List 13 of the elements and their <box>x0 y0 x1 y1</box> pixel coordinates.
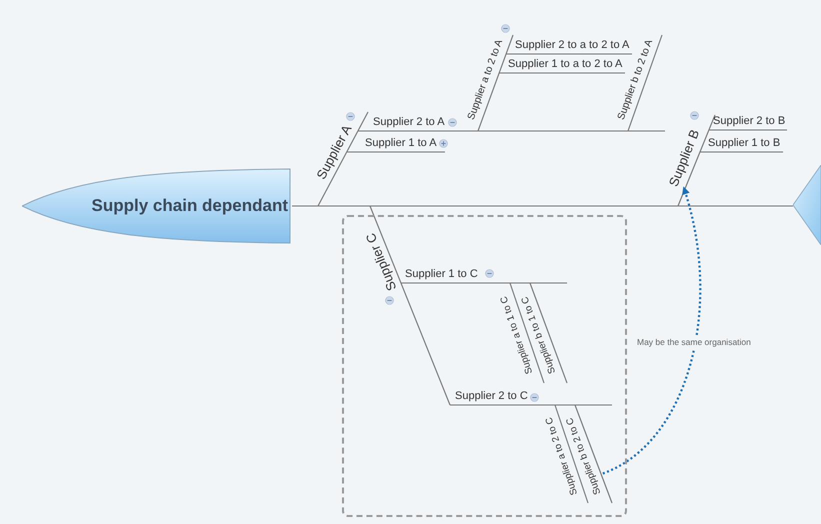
topic-title: Supply chain dependant <box>92 195 288 218</box>
branch-label: Supplier 1 to a to 2 to A <box>508 58 622 71</box>
branch-label: Supplier 1 to A <box>365 137 437 150</box>
dotted-arrow <box>602 186 702 474</box>
branch-label: Supplier 1 to B <box>708 137 780 150</box>
branch-label: Supplier 2 to a to 2 to A <box>515 39 630 52</box>
branch-label: Supplier 2 to C <box>455 390 528 403</box>
spine-line <box>292 205 793 207</box>
branch-label: Supplier 2 to B <box>713 115 786 128</box>
branch-label: Supplier 2 to A <box>373 116 445 129</box>
edge-label: May be the same organisation <box>635 336 753 349</box>
fish-tail <box>793 165 821 245</box>
branch-label: Supplier 1 to C <box>405 268 478 281</box>
